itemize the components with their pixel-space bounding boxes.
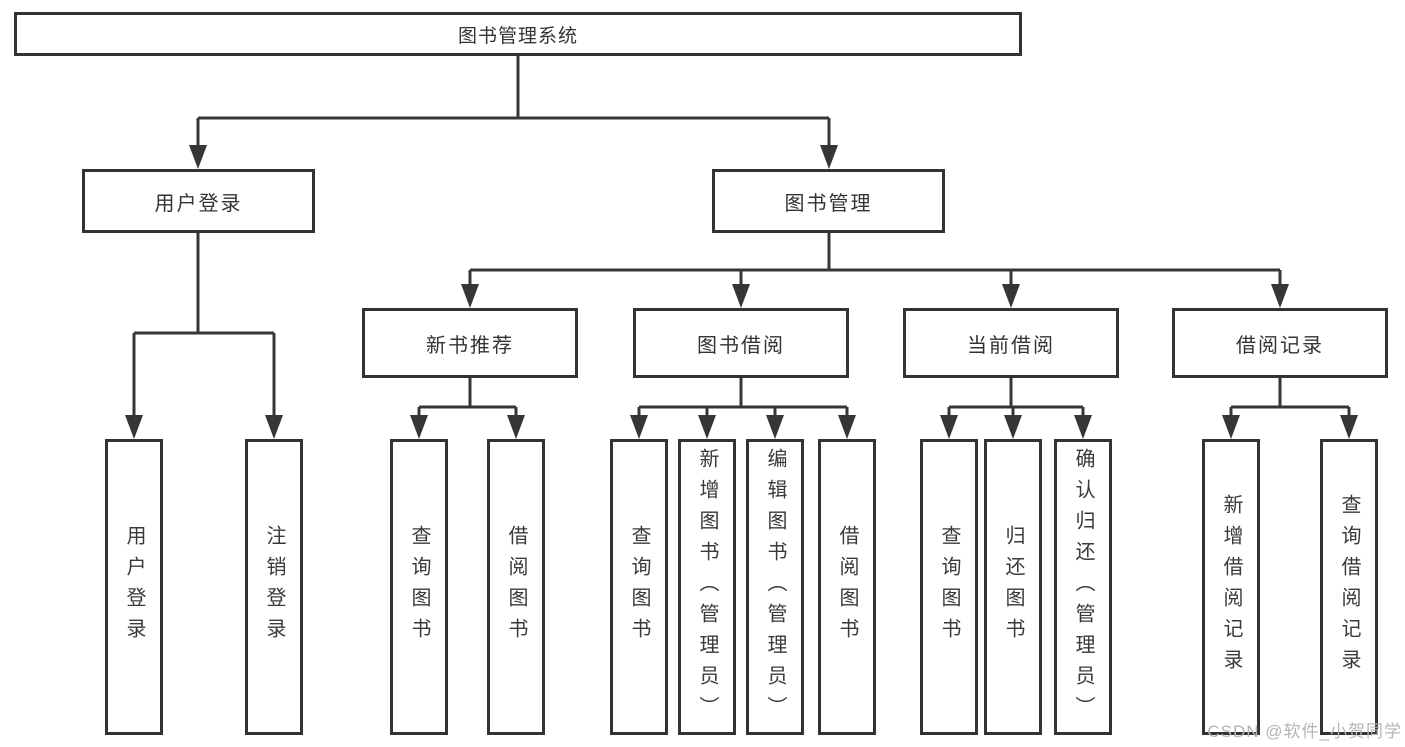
leaf-confirm-return-admin: 确认归还（管理员） bbox=[1054, 439, 1112, 735]
node-book-borrow: 图书借阅 bbox=[633, 308, 849, 378]
leaf-edit-books-admin: 编辑图书（管理员） bbox=[746, 439, 804, 735]
leaf-label: 注销登录 bbox=[263, 525, 285, 649]
leaf-label: 查询图书 bbox=[628, 525, 650, 649]
leaf-query-books-current: 查询图书 bbox=[920, 439, 978, 735]
leaf-label: 归还图书 bbox=[1002, 525, 1024, 649]
leaf-borrow-books-recommend: 借阅图书 bbox=[487, 439, 545, 735]
leaf-logout: 注销登录 bbox=[245, 439, 303, 735]
leaf-label: 新增借阅记录 bbox=[1220, 494, 1242, 680]
leaf-label: 借阅图书 bbox=[505, 525, 527, 649]
csdn-watermark: CSDN @软件_小贺同学 bbox=[1207, 722, 1402, 741]
leaf-query-books-borrow: 查询图书 bbox=[610, 439, 668, 735]
leaf-query-books-recommend: 查询图书 bbox=[390, 439, 448, 735]
leaf-label: 新增图书（管理员） bbox=[696, 447, 718, 727]
node-book-management: 图书管理 bbox=[712, 169, 945, 233]
leaf-label: 确认归还（管理员） bbox=[1072, 447, 1094, 727]
arrowheads bbox=[125, 145, 1358, 439]
leaf-user-login: 用户登录 bbox=[105, 439, 163, 735]
leaf-query-borrow-record: 查询借阅记录 bbox=[1320, 439, 1378, 735]
node-borrow-records: 借阅记录 bbox=[1172, 308, 1388, 378]
node-user-login: 用户登录 bbox=[82, 169, 315, 233]
node-new-book-recommend: 新书推荐 bbox=[362, 308, 578, 378]
leaf-add-borrow-record: 新增借阅记录 bbox=[1202, 439, 1260, 735]
leaf-label: 查询图书 bbox=[408, 525, 430, 649]
leaf-borrow-books: 借阅图书 bbox=[818, 439, 876, 735]
leaf-label: 查询借阅记录 bbox=[1338, 494, 1360, 680]
node-current-borrow: 当前借阅 bbox=[903, 308, 1119, 378]
leaf-label: 借阅图书 bbox=[836, 525, 858, 649]
node-root-system: 图书管理系统 bbox=[14, 12, 1022, 56]
leaf-add-books-admin: 新增图书（管理员） bbox=[678, 439, 736, 735]
leaf-label: 编辑图书（管理员） bbox=[764, 447, 786, 727]
leaf-label: 用户登录 bbox=[123, 525, 145, 649]
leaf-return-books: 归还图书 bbox=[984, 439, 1042, 735]
leaf-label: 查询图书 bbox=[938, 525, 960, 649]
